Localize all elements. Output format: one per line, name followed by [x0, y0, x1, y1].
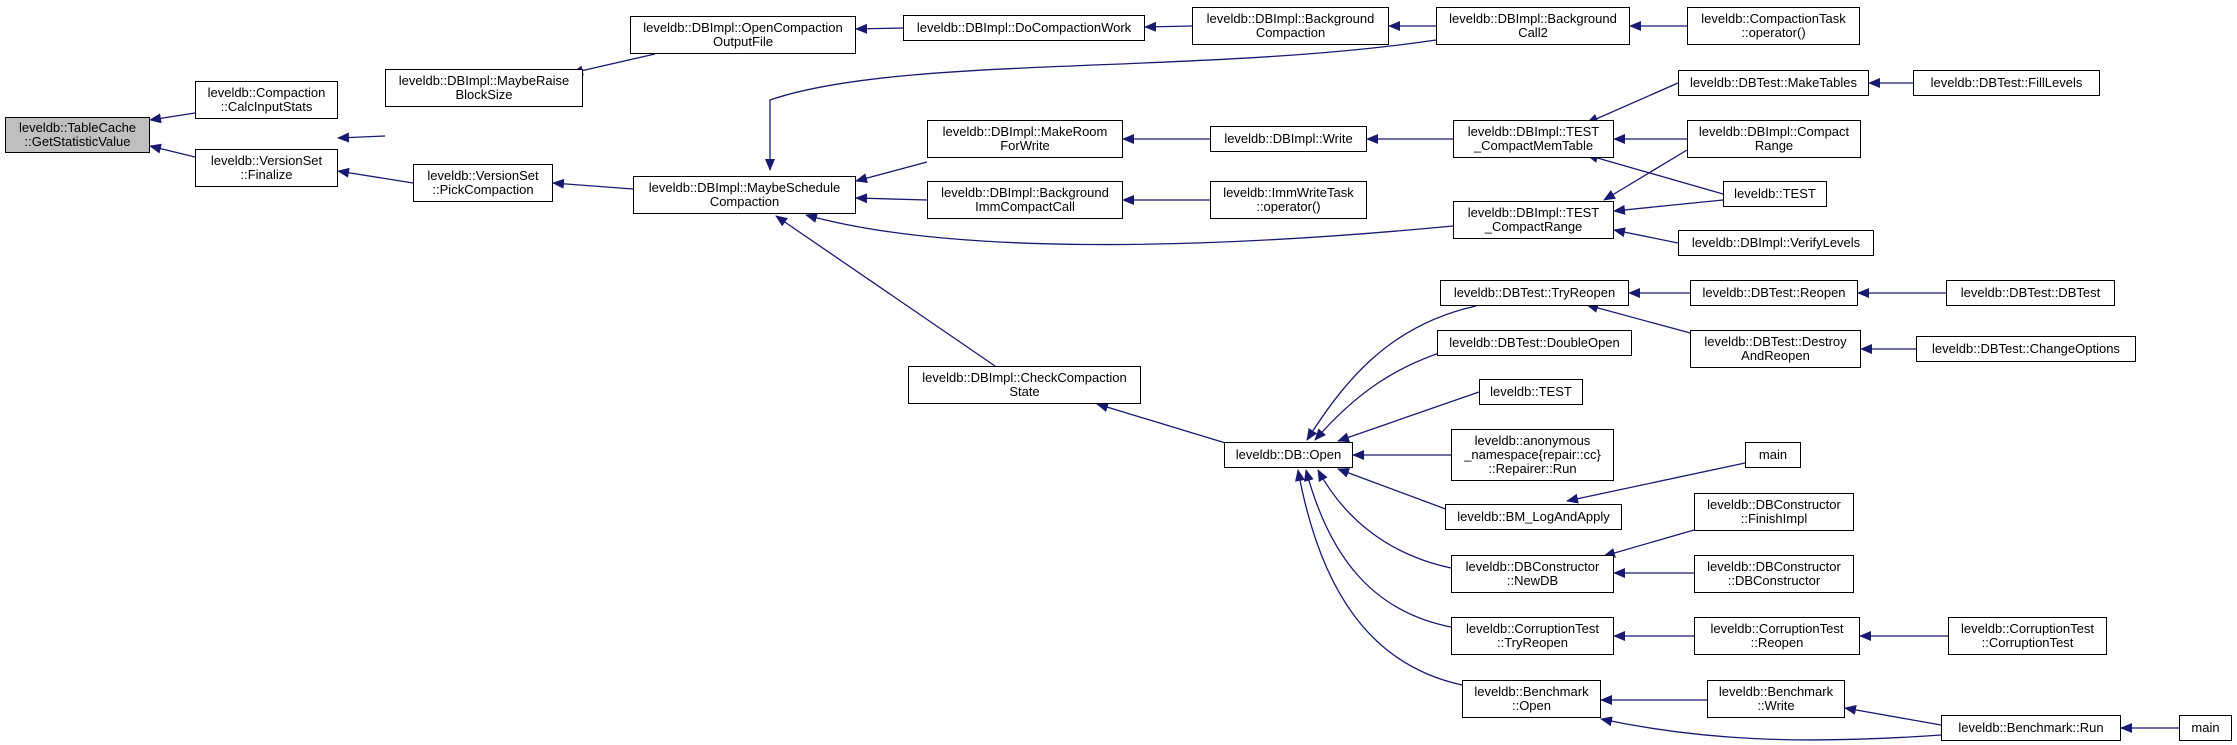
node-dbimpl-background-immcompactcall[interactable]: leveldb::DBImpl::Background ImmCompactCa…	[927, 181, 1123, 219]
edge-n24-n31	[1306, 305, 1477, 441]
node-dbimpl-compactrange[interactable]: leveldb::DBImpl::Compact Range	[1687, 120, 1861, 158]
node-corruptiontest-tryreopen[interactable]: leveldb::CorruptionTest ::TryReopen	[1451, 617, 1614, 655]
node-repairer-run[interactable]: leveldb::anonymous _namespace{repair::cc…	[1451, 429, 1614, 481]
edge-n18-n21	[1613, 199, 1724, 215]
node-leveldb-test-1[interactable]: leveldb::TEST	[1723, 181, 1827, 207]
node-dbtest-destroy-and-reopen[interactable]: leveldb::DBTest::Destroy AndReopen	[1690, 330, 1861, 368]
edge-n21-n7	[805, 213, 1454, 246]
node-main-2[interactable]: main	[2179, 715, 2232, 741]
node-dbimpl-makeroom-forwrite[interactable]: leveldb::DBImpl::MakeRoom ForWrite	[927, 120, 1123, 158]
node-dbimpl-write[interactable]: leveldb::DBImpl::Write	[1210, 126, 1367, 152]
edge-n9-n8	[1144, 21, 1193, 32]
node-benchmark-write[interactable]: leveldb::Benchmark ::Write	[1707, 680, 1845, 718]
node-dbconstructor-newdb[interactable]: leveldb::DBConstructor ::NewDB	[1451, 555, 1614, 593]
node-compactiontask-operator[interactable]: leveldb::CompactionTask ::operator()	[1687, 7, 1860, 45]
edge-n23-n7	[775, 215, 996, 367]
node-corruptiontest-reopen[interactable]: leveldb::CorruptionTest ::Reopen	[1694, 617, 1860, 655]
node-db-open[interactable]: leveldb::DB::Open	[1224, 442, 1353, 468]
node-main-1[interactable]: main	[1745, 442, 1801, 468]
node-dbtest-changeoptions[interactable]: leveldb::DBTest::ChangeOptions	[1916, 336, 2136, 362]
edge-n28-n24	[1586, 303, 1695, 335]
edge-n18-n14	[1586, 153, 1724, 195]
edge-n31-n23	[1096, 402, 1243, 449]
edge-n22-n21	[1613, 227, 1679, 244]
edge-n43-n42	[1844, 704, 1942, 726]
edge-n6-n4	[571, 53, 656, 76]
node-dbtest-dbtest[interactable]: leveldb::DBTest::DBTest	[1946, 280, 2115, 306]
node-dbimpl-test-compactmemtable[interactable]: leveldb::DBImpl::TEST _CompactMemTable	[1453, 120, 1614, 158]
edge-n17-n21	[1603, 149, 1688, 201]
edge-n12-n7	[855, 161, 928, 183]
node-compaction-calcinputstats[interactable]: leveldb::Compaction ::CalcInputStats	[195, 81, 338, 119]
edge-n10-n7	[765, 39, 1437, 171]
node-dbimpl-check-compaction-state[interactable]: leveldb::DBImpl::CheckCompaction State	[908, 366, 1141, 404]
node-dbimpl-verifylevels[interactable]: leveldb::DBImpl::VerifyLevels	[1678, 230, 1874, 256]
node-leveldb-test-2[interactable]: leveldb::TEST	[1479, 379, 1583, 405]
node-versionset-pickcompaction[interactable]: leveldb::VersionSet ::PickCompaction	[413, 164, 553, 202]
node-dbtest-filllevels[interactable]: leveldb::DBTest::FillLevels	[1913, 70, 2100, 96]
edge-n2-n1	[149, 112, 196, 124]
node-tablecache-getstatisticvalue: leveldb::TableCache ::GetStatisticValue	[5, 117, 150, 153]
edge-n43-n41	[1600, 716, 1942, 741]
node-benchmark-run[interactable]: leveldb::Benchmark::Run	[1941, 715, 2121, 741]
node-dbimpl-background-compaction[interactable]: leveldb::DBImpl::Background Compaction	[1192, 7, 1389, 45]
edge-n5-n3	[337, 167, 414, 184]
edge-n19-n7	[855, 193, 928, 204]
edge-n8-n6	[855, 23, 904, 34]
edge-n41-n31	[1295, 469, 1463, 686]
node-dbtest-reopen[interactable]: leveldb::DBTest::Reopen	[1690, 280, 1858, 306]
node-dbtest-maketables[interactable]: leveldb::DBTest::MakeTables	[1678, 70, 1869, 96]
edge-n3-n1	[149, 143, 196, 158]
edge-n27-n31	[1314, 342, 1477, 441]
node-dbtest-doubleopen[interactable]: leveldb::DBTest::DoubleOpen	[1437, 330, 1632, 356]
edge-n30-n31	[1337, 391, 1480, 443]
node-corruptiontest-corruptiontest[interactable]: leveldb::CorruptionTest ::CorruptionTest	[1948, 617, 2107, 655]
node-bm-logandapply[interactable]: leveldb::BM_LogAndApply	[1445, 504, 1622, 530]
node-versionset-finalize[interactable]: leveldb::VersionSet ::Finalize	[195, 149, 338, 187]
node-dbconstructor-finishimpl[interactable]: leveldb::DBConstructor ::FinishImpl	[1694, 493, 1854, 531]
node-immwritetask-operator[interactable]: leveldb::ImmWriteTask ::operator()	[1210, 181, 1367, 219]
edge-n36-n31	[1317, 469, 1452, 569]
edge-n15-n14	[1586, 82, 1679, 124]
edge-n35-n36	[1603, 529, 1695, 558]
node-dbtest-tryreopen[interactable]: leveldb::DBTest::TryReopen	[1440, 280, 1629, 306]
node-dbconstructor-dbconstructor[interactable]: leveldb::DBConstructor ::DBConstructor	[1694, 555, 1854, 593]
node-dbimpl-maybe-schedule-compaction[interactable]: leveldb::DBImpl::MaybeSchedule Compactio…	[633, 176, 856, 214]
node-dbimpl-background-call2[interactable]: leveldb::DBImpl::Background Call2	[1436, 7, 1630, 45]
edge-n4-n2	[337, 132, 386, 143]
node-dbimpl-maybe-raise-blocksize[interactable]: leveldb::DBImpl::MaybeRaise BlockSize	[385, 69, 583, 107]
edge-n7-n5	[552, 178, 634, 190]
edge-n33-n34	[1566, 462, 1746, 504]
edge-n38-n31	[1304, 469, 1452, 628]
node-benchmark-open[interactable]: leveldb::Benchmark ::Open	[1462, 680, 1601, 718]
node-dbimpl-open-compaction-outputfile[interactable]: leveldb::DBImpl::OpenCompaction OutputFi…	[630, 16, 856, 54]
node-dbimpl-test-compactrange[interactable]: leveldb::DBImpl::TEST _CompactRange	[1453, 201, 1614, 239]
edge-n34-n31	[1337, 468, 1452, 512]
node-dbimpl-docompactionwork[interactable]: leveldb::DBImpl::DoCompactionWork	[903, 15, 1145, 41]
